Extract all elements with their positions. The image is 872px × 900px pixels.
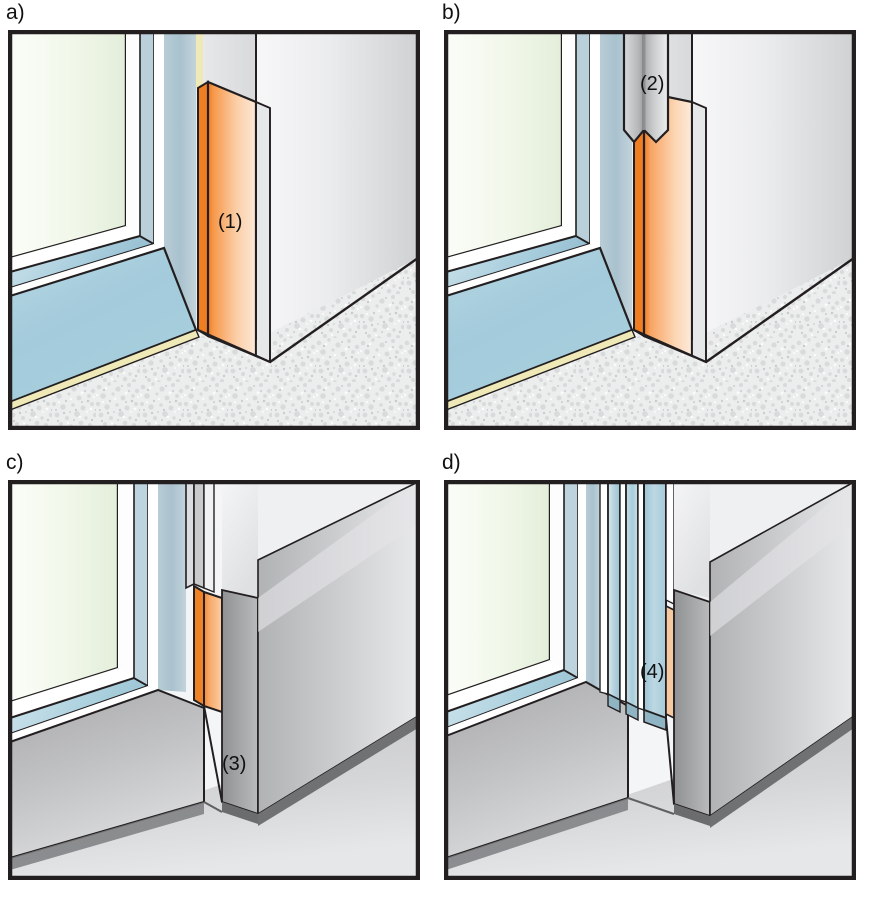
panel-b: b) bbox=[436, 0, 864, 450]
panel-d-canvas: (4) bbox=[444, 480, 856, 880]
panel-c: c) bbox=[0, 450, 428, 900]
panel-c-label: c) bbox=[6, 451, 24, 474]
panel-b-callout: (2) bbox=[640, 73, 664, 95]
panel-b-canvas: (2) bbox=[444, 30, 856, 430]
panel-c-callout: (3) bbox=[222, 753, 246, 775]
panel-a: a) bbox=[0, 0, 428, 450]
panel-d-callout: (4) bbox=[640, 661, 664, 683]
panel-a-label: a) bbox=[6, 1, 25, 24]
panel-b-label: b) bbox=[442, 1, 461, 24]
panel-a-canvas: (1) bbox=[8, 30, 420, 430]
panel-d: d) bbox=[436, 450, 864, 900]
panel-a-callout: (1) bbox=[218, 211, 242, 233]
panel-d-drawing: (4) bbox=[444, 480, 856, 880]
panel-d-label: d) bbox=[442, 451, 461, 474]
panel-c-canvas: (3) bbox=[8, 480, 420, 880]
panel-a-drawing: (1) bbox=[8, 30, 420, 430]
panel-c-drawing: (3) bbox=[8, 480, 420, 880]
panel-b-drawing: (2) bbox=[444, 30, 856, 430]
